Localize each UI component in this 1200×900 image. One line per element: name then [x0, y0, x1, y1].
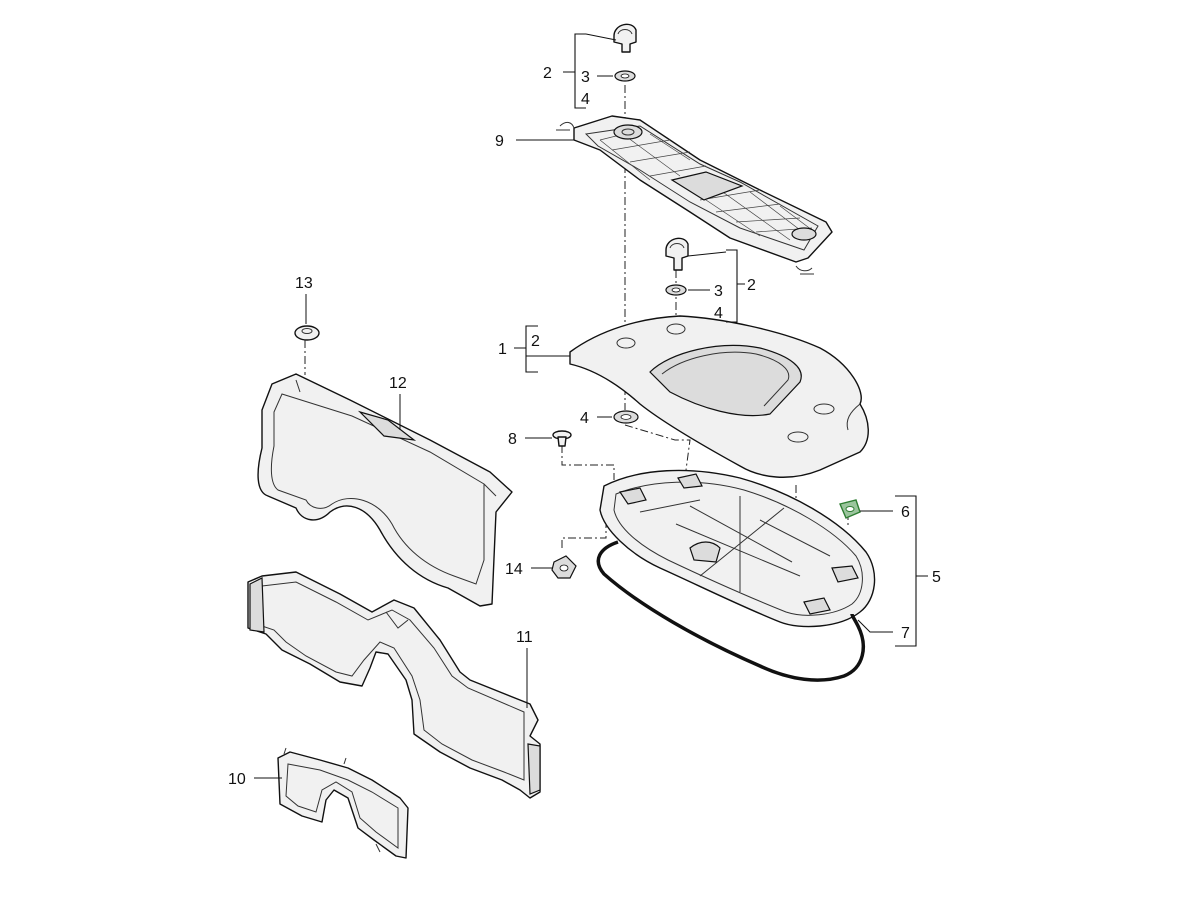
cap-part [294, 325, 320, 341]
callout-2-mid: 2 [747, 277, 756, 294]
callout-1: 1 [498, 341, 507, 358]
screw-part [552, 430, 572, 447]
lid-inner-frame-part [599, 469, 876, 628]
callout-6: 6 [901, 504, 910, 521]
leader-lines [254, 33, 928, 779]
callout-13: 13 [295, 275, 313, 292]
callout-7: 7 [901, 625, 910, 642]
callout-10: 10 [228, 771, 246, 788]
callout-11: 11 [516, 629, 533, 646]
callout-4-top: 4 [581, 91, 590, 108]
lid-trim-panel-part [569, 315, 869, 478]
callout-8: 8 [508, 431, 517, 448]
lower-trim-panel-part [247, 571, 541, 799]
small-bracket-part [277, 747, 409, 859]
washer-part [613, 410, 639, 424]
green-clip-part [839, 499, 861, 519]
mid-fastener-group [665, 237, 689, 296]
callout-3-top: 3 [581, 69, 590, 86]
callout-12: 12 [389, 375, 407, 392]
net-holder-part [556, 115, 833, 275]
callout-5: 5 [932, 569, 941, 586]
callout-1-sub-2: 2 [531, 333, 540, 350]
lid-seal-part [596, 540, 866, 682]
top-fastener-group [613, 23, 637, 82]
rear-trim-panel-part [257, 373, 513, 607]
callout-9: 9 [495, 133, 504, 150]
callout-2-top: 2 [543, 65, 552, 82]
callout-4-washer: 4 [580, 410, 589, 427]
callout-3-mid: 3 [714, 283, 723, 300]
callout-labels: 2 3 4 9 2 3 4 1 2 4 8 14 13 12 11 10 6 5… [228, 65, 941, 788]
callout-4-mid: 4 [714, 305, 723, 322]
callout-14: 14 [505, 561, 523, 578]
nut-part [551, 555, 577, 579]
